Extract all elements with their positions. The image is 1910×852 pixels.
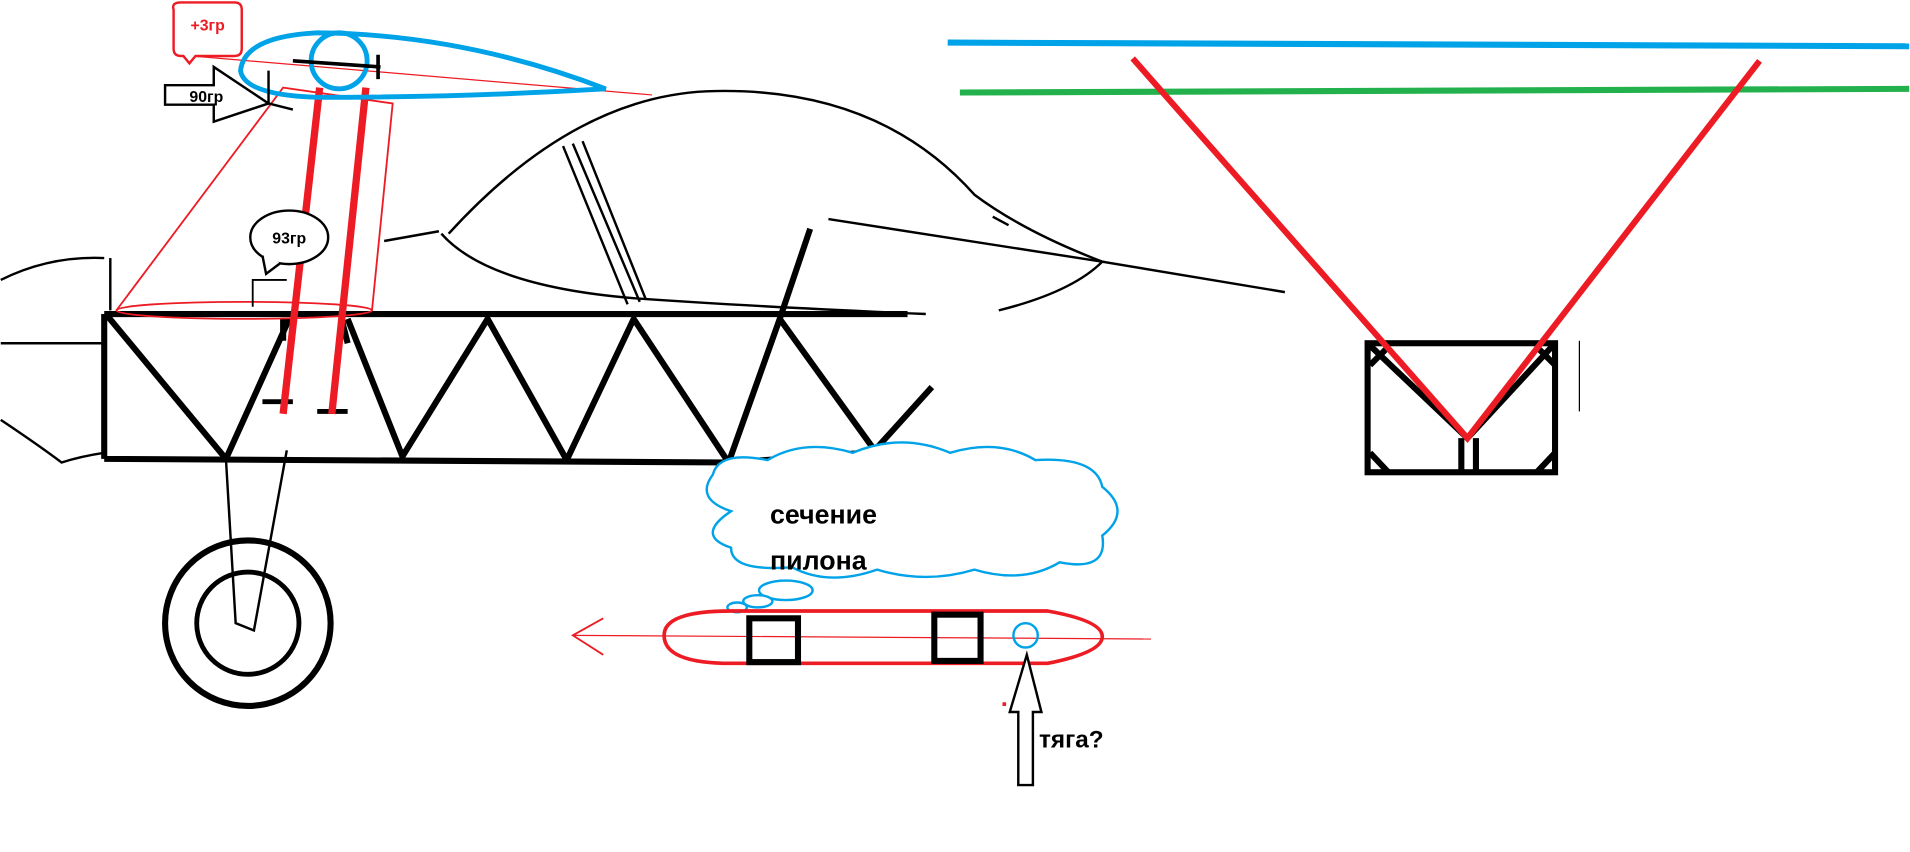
airplane-outline — [0, 89, 1286, 464]
v-strut-red — [1130, 56, 1762, 443]
callout-93: 93гр — [249, 209, 330, 307]
callout-plus-3: +3гр — [171, 1, 243, 66]
spar-marker — [292, 54, 381, 80]
pylon-section — [571, 609, 1151, 706]
angle-93-label: 93гр — [272, 230, 306, 247]
thrust-label: тяга? — [1039, 726, 1104, 753]
cloud-text-line1: сечение — [770, 499, 877, 529]
thrust-arrow: тяга? — [1008, 650, 1104, 787]
wheel — [162, 537, 334, 709]
thought-cloud: сечение пилона — [705, 441, 1119, 614]
cloud-text-line2: пилона — [770, 546, 868, 576]
plus-angle-label: +3гр — [191, 17, 226, 34]
arrow-90: 90гр — [163, 64, 272, 124]
landing-gear — [162, 399, 348, 709]
fuselage-truss — [101, 227, 935, 466]
pylon-red — [115, 54, 652, 415]
blue-line — [947, 39, 1910, 50]
green-line — [959, 85, 1910, 96]
angle-90-label: 90гр — [189, 89, 223, 106]
